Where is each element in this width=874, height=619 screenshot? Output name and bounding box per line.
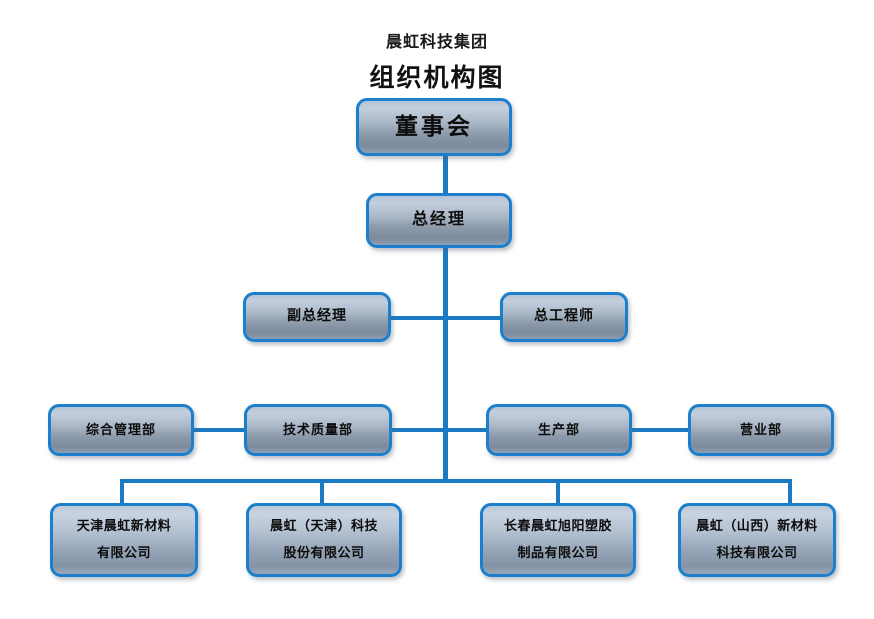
- node-department-general-management[interactable]: 综合管理部: [48, 404, 194, 456]
- node-label: 总工程师: [534, 308, 594, 324]
- node-label-line2: 科技有限公司: [716, 545, 798, 560]
- node-label: 生产部: [537, 421, 580, 437]
- connector-level5-drop-2: [320, 479, 324, 505]
- node-subsidiary-chenhong-tianjin-technology[interactable]: 晨虹（天津）科技 股份有限公司: [246, 503, 402, 577]
- connector-level3-horizontal: [390, 316, 503, 320]
- node-subsidiary-changchun-chenhong-xuyang-plastic[interactable]: 长春晨虹旭阳塑胶 制品有限公司: [480, 503, 636, 577]
- node-subsidiary-chenhong-shanxi-new-material[interactable]: 晨虹（山西）新材料 科技有限公司: [678, 503, 836, 577]
- node-deputy-general-manager[interactable]: 副总经理: [243, 292, 391, 342]
- connector-level5-drop-1: [120, 479, 124, 505]
- node-general-manager[interactable]: 总经理: [366, 193, 512, 248]
- connector-level5-drop-3: [556, 479, 560, 505]
- node-board-of-directors[interactable]: 董事会: [356, 98, 512, 156]
- connector-gm-trunk: [443, 248, 448, 482]
- node-label: 董事会: [395, 113, 473, 139]
- node-department-technical-quality[interactable]: 技术质量部: [244, 404, 392, 456]
- node-label: 综合管理部: [85, 421, 156, 437]
- node-department-sales[interactable]: 营业部: [688, 404, 834, 456]
- node-label: 总经理: [411, 211, 466, 229]
- node-department-production[interactable]: 生产部: [486, 404, 632, 456]
- node-label-line2: 股份有限公司: [283, 545, 365, 560]
- connector-level5-bus: [120, 479, 792, 483]
- node-label-line1: 长春晨虹旭阳塑胶: [503, 518, 612, 534]
- connector-level5-drop-4: [788, 479, 792, 505]
- node-label: 技术质量部: [282, 421, 353, 437]
- node-label: 副总经理: [287, 308, 347, 324]
- node-label-line2: 制品有限公司: [517, 545, 599, 560]
- node-label-line1: 天津晨虹新材料: [76, 518, 172, 534]
- node-label-line2: 有限公司: [96, 545, 151, 560]
- node-label-line1: 晨虹（山西）新材料: [696, 518, 818, 534]
- company-subtitle: 晨虹科技集团: [385, 34, 488, 51]
- node-label: 营业部: [739, 421, 782, 437]
- node-label-line1: 晨虹（天津）科技: [269, 518, 378, 534]
- node-subsidiary-tianjin-chenhong-new-material[interactable]: 天津晨虹新材料 有限公司: [50, 503, 198, 577]
- node-chief-engineer[interactable]: 总工程师: [500, 292, 628, 342]
- page-title: 组织机构图: [369, 65, 505, 92]
- connector-board-to-gm: [443, 155, 448, 195]
